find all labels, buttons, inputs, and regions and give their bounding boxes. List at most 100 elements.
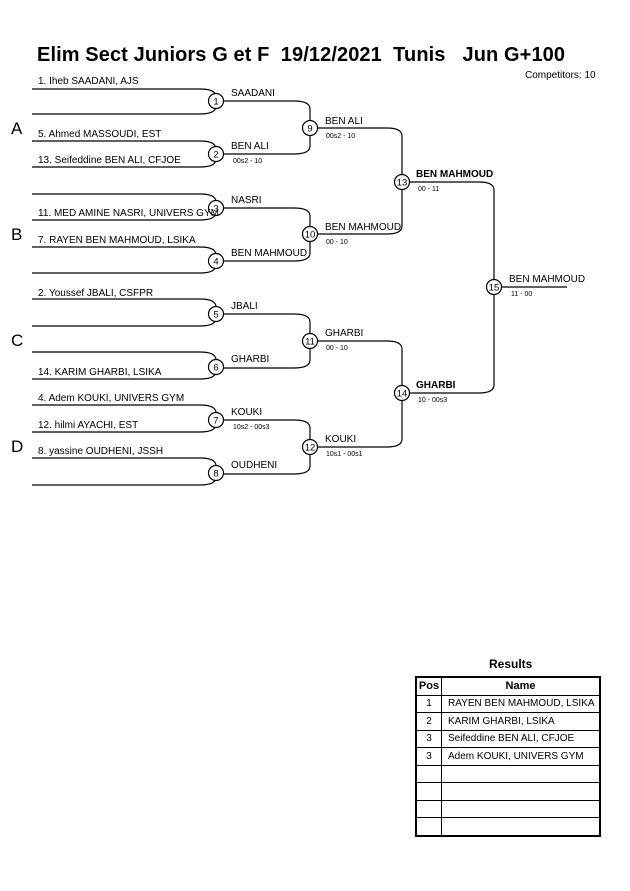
results-pos: [415, 817, 442, 836]
results-row: [415, 799, 601, 818]
results-name: RAYEN BEN MAHMOUD, LSIKA: [441, 694, 601, 713]
results-name: [441, 817, 601, 836]
match-winner: NASRI: [231, 195, 262, 206]
match-number: 4: [213, 257, 218, 268]
match-number-circle: [207, 145, 225, 163]
results-name: [441, 764, 601, 783]
match-winner: KOUKI: [325, 434, 356, 445]
match-number-circle: [485, 278, 503, 296]
results-pos: 3: [415, 729, 442, 748]
match-winner: BEN ALI: [231, 141, 269, 152]
results-name: Seifeddine BEN ALI, CFJOE: [441, 729, 601, 748]
match-number: 6: [213, 363, 218, 374]
match-node: 3: [207, 199, 225, 217]
match-number-circle: [393, 384, 411, 402]
results-header-row: Pos Name: [415, 676, 601, 696]
results-header-name: Name: [441, 676, 601, 696]
match-score: 10s2 - 00s3: [233, 424, 270, 431]
competitor-entry: 13. Seifeddine BEN ALI, CFJOE: [38, 155, 181, 166]
results-name: Adem KOUKI, UNIVERS GYM: [441, 747, 601, 766]
competitor-entry: 1. Iheb SAADANI, AJS: [38, 76, 139, 87]
competitor-entry: 8. yassine OUDHENI, JSSH: [38, 446, 163, 457]
match-number: 15: [489, 283, 500, 294]
match-number-circle: [301, 438, 319, 456]
results-row: [415, 782, 601, 801]
match-node: 12: [301, 438, 319, 456]
match-winner: GHARBI: [231, 354, 269, 365]
match-score: 10s1 - 00s1: [326, 451, 363, 458]
match-number: 11: [305, 337, 315, 348]
match-number: 8: [213, 469, 218, 480]
results-name: [441, 782, 601, 801]
results-pos: [415, 799, 442, 818]
match-number-circle: [207, 411, 225, 429]
results-pos: 3: [415, 747, 442, 766]
match-number-circle: [301, 119, 319, 137]
match-winner: BEN ALI: [325, 116, 363, 127]
match-number-circle: [207, 199, 225, 217]
match-node: 8: [207, 464, 225, 482]
match-node: 10: [301, 225, 319, 243]
pool-label: C: [11, 331, 23, 350]
match-number-circle: [207, 92, 225, 110]
match-node: 7: [207, 411, 225, 429]
results-header-pos: Pos: [415, 676, 442, 696]
match-score: 00s2 - 10: [326, 133, 355, 140]
match-winner: BEN MAHMOUD: [231, 248, 307, 259]
match-winner: GHARBI: [416, 380, 456, 391]
results-pos: [415, 782, 442, 801]
competitors-count: Competitors: 10: [525, 70, 596, 81]
match-node: 1: [207, 92, 225, 110]
match-node: 15: [485, 278, 503, 296]
results-pos: 1: [415, 694, 442, 713]
match-node: 5: [207, 305, 225, 323]
results-name: [441, 799, 601, 818]
match-score: 10 - 00s3: [418, 397, 447, 404]
competitor-entry: 4. Adem KOUKI, UNIVERS GYM: [38, 393, 184, 404]
match-score: 00 - 11: [418, 186, 439, 193]
match-winner: KOUKI: [231, 407, 262, 418]
match-number-circle: [301, 332, 319, 350]
match-winner: BEN MAHMOUD: [509, 274, 585, 285]
match-number: 9: [307, 124, 312, 135]
match-score: 00 - 10: [326, 345, 348, 352]
match-node: 11: [301, 332, 319, 350]
match-winner: GHARBI: [325, 328, 363, 339]
match-node: 4: [207, 252, 225, 270]
match-number: 2: [213, 150, 218, 161]
competitor-entry: 2. Youssef JBALI, CSFPR: [38, 288, 153, 299]
match-score: 11 - 00: [511, 291, 532, 298]
results-row: [415, 817, 601, 836]
match-number: 3: [213, 204, 218, 215]
results-pos: 2: [415, 712, 442, 731]
match-winner: JBALI: [231, 301, 258, 312]
competitor-entry: 11. MED AMINE NASRI, UNIVERS GYM: [38, 208, 219, 219]
competitor-entry: 12. hilmi AYACHI, EST: [38, 420, 138, 431]
match-node: 14: [393, 384, 411, 402]
match-winner: BEN MAHMOUD: [325, 222, 401, 233]
match-node: 9: [301, 119, 319, 137]
match-node: 13: [393, 173, 411, 191]
pool-label: D: [11, 437, 23, 456]
match-number: 7: [213, 416, 218, 427]
page-title: Elim Sect Juniors G et F 19/12/2021 Tuni…: [37, 44, 566, 66]
match-node: 6: [207, 358, 225, 376]
match-number: 10: [305, 230, 316, 241]
pool-label: A: [11, 119, 23, 138]
match-number: 14: [397, 389, 408, 400]
match-number: 12: [305, 443, 316, 454]
competitor-entry: 7. RAYEN BEN MAHMOUD, LSIKA: [38, 235, 196, 246]
competitor-entry: 5. Ahmed MASSOUDI, EST: [38, 129, 161, 140]
pool-label: B: [11, 225, 22, 244]
match-number-circle: [393, 173, 411, 191]
match-number: 1: [213, 97, 218, 108]
match-number-circle: [207, 305, 225, 323]
results-row: [415, 764, 601, 783]
match-number: 5: [213, 310, 218, 321]
match-number-circle: [207, 252, 225, 270]
match-score: 00 - 10: [326, 239, 348, 246]
